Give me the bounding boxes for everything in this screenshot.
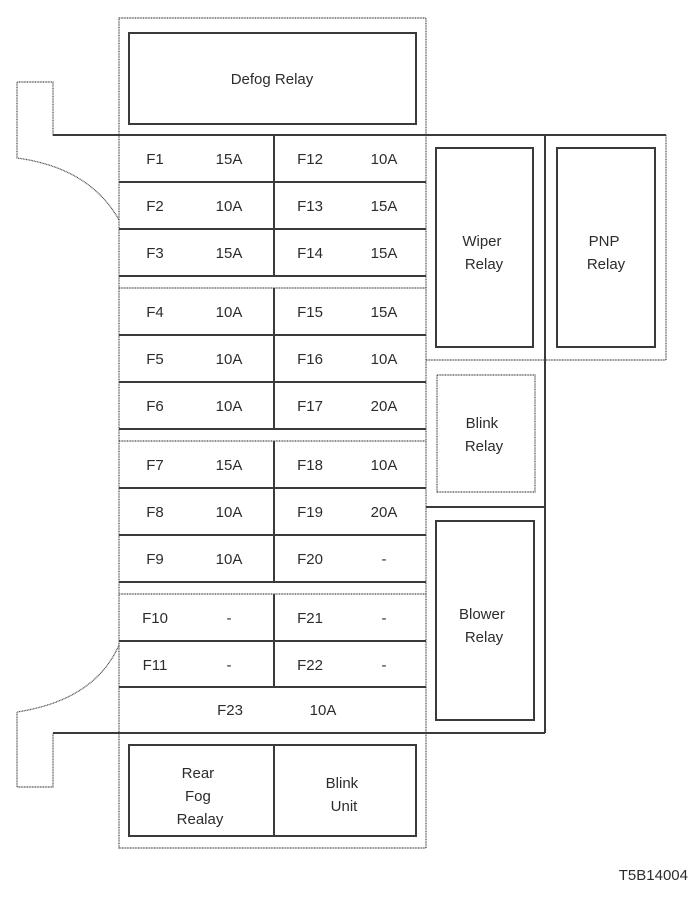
fuse-f1-id: F1 [146,151,164,168]
fuse-grid: F1 15A F12 10A F2 10A F13 15A F3 15A F14 15A F4 10A F1… [119,135,426,688]
blower-relay-label: Blower Relay [459,606,509,646]
fuse-f22-id: F22 [297,657,323,674]
fuse-f4-id: F4 [146,304,164,321]
rear-fog-relay-label: Rear Fog Realay [177,765,224,828]
fuse-f23-rating: 10A [310,702,337,719]
fuse-f16-rating: 10A [371,351,398,368]
fuse-f8-id: F8 [146,504,164,521]
fuse-f10-id: F10 [142,610,168,627]
blink-relay-box [436,374,536,493]
fuse-f3-id: F3 [146,245,164,262]
wiper-relay-box [435,147,534,348]
fuse-f21-rating: - [382,610,387,627]
fuse-f2-id: F2 [146,198,164,215]
rear-fog-relay-box [128,744,417,837]
fuse-f9-id: F9 [146,551,164,568]
fuse-f6-rating: 10A [216,398,243,415]
figure-code: T5B14004 [619,867,688,884]
fuse-f11-id: F11 [143,657,168,674]
fuse-f8-rating: 10A [216,504,243,521]
fuse-f15-id: F15 [297,304,323,321]
blink-unit-label: Blink Unit [326,775,363,815]
fuse-f11-rating: - [227,657,232,674]
fuse-f21-id: F21 [297,610,323,627]
fuse-f12-rating: 10A [371,151,398,168]
pnp-relay-box [556,147,656,348]
pnp-relay-label: PNP Relay [587,233,626,273]
fuse-f12-id: F12 [297,151,323,168]
fuse-f20-rating: - [382,551,387,568]
fuse-f7-rating: 15A [216,457,243,474]
fuse-f9-rating: 10A [216,551,243,568]
fuse-f4-rating: 10A [216,304,243,321]
blower-relay-box [435,520,535,721]
fuse-f7-id: F7 [146,457,164,474]
fuse-f22-rating: - [382,657,387,674]
defog-relay-label: Defog Relay [231,71,314,88]
blink-relay-label: Blink Relay [465,415,504,455]
fuse-f20-id: F20 [297,551,323,568]
fuse-f5-id: F5 [146,351,164,368]
defog-relay-box [128,32,417,125]
fuse-f13-rating: 15A [371,198,398,215]
fuse-f15-rating: 15A [371,304,398,321]
fuse-f17-rating: 20A [371,398,398,415]
fuse-f10-rating: - [227,610,232,627]
fuse-f17-id: F17 [297,398,323,415]
connector-outline [16,81,120,788]
wiper-relay-label: Wiper Relay [462,233,505,273]
fuse-f6-id: F6 [146,398,164,415]
main-housing [118,17,427,849]
fuse-f3-rating: 15A [216,245,243,262]
fuse-f18-rating: 10A [371,457,398,474]
fuse-f14-rating: 15A [371,245,398,262]
fuse-f2-rating: 10A [216,198,243,215]
fuse-f23-id: F23 [217,702,243,719]
fuse-f13-id: F13 [297,198,323,215]
fuse-f19-id: F19 [297,504,323,521]
fuse-f19-rating: 20A [371,504,398,521]
fuse-f18-id: F18 [297,457,323,474]
fuse-f14-id: F14 [297,245,323,262]
fuse-f5-rating: 10A [216,351,243,368]
fuse-f16-id: F16 [297,351,323,368]
fuse-f1-rating: 15A [216,151,243,168]
